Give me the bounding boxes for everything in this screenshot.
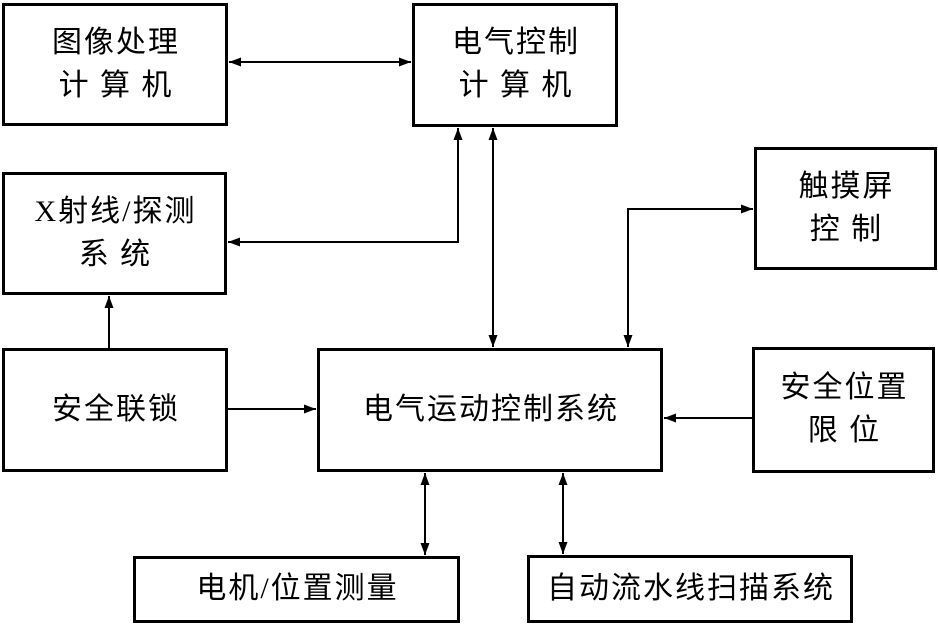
node-label: 自动流水线扫描系统 bbox=[547, 571, 835, 605]
arrowhead-down-icon bbox=[488, 335, 498, 347]
arrowhead-left-icon bbox=[229, 57, 241, 67]
arrowhead-right-icon bbox=[304, 404, 316, 414]
edge-motion-control-touchscreen bbox=[623, 204, 753, 347]
node-label: 安全位置 bbox=[780, 371, 909, 405]
edge-safety-interlock-motion-control bbox=[228, 404, 316, 414]
edge-image-computer-control-computer bbox=[229, 57, 411, 67]
node-motor-position-measurement: 电机/位置测量 bbox=[133, 556, 460, 623]
node-label: 触摸屏 bbox=[798, 169, 895, 203]
arrowhead-up-icon bbox=[558, 473, 568, 485]
node-label: 图像处理 bbox=[52, 25, 180, 59]
edge-control-computer-xray-system bbox=[228, 128, 463, 247]
arrowhead-left-icon bbox=[228, 237, 240, 247]
edge-safety-limit-motion-control bbox=[664, 413, 752, 423]
node-label: X射线/探测 bbox=[34, 194, 197, 228]
arrowhead-right-icon bbox=[399, 57, 411, 67]
arrowhead-down-icon bbox=[623, 335, 633, 347]
node-label: 电机/位置测量 bbox=[196, 572, 399, 606]
node-label: 电气运动控制系统 bbox=[363, 392, 619, 426]
arrowhead-up-icon bbox=[104, 296, 114, 308]
node-label: 计算机 bbox=[58, 68, 183, 102]
arrowhead-left-icon bbox=[664, 413, 676, 423]
arrowhead-down-icon bbox=[558, 542, 568, 554]
arrowhead-down-icon bbox=[420, 543, 430, 555]
node-label: 控制 bbox=[809, 212, 893, 246]
arrowhead-up-icon bbox=[453, 128, 463, 140]
node-label: 安全联锁 bbox=[52, 392, 180, 426]
node-safety-interlock: 安全联锁 bbox=[2, 348, 228, 472]
arrowhead-right-icon bbox=[741, 204, 753, 214]
node-xray-detection-system: X射线/探测 系统 bbox=[2, 172, 227, 295]
node-electrical-control-computer: 电气控制 计算机 bbox=[412, 3, 618, 127]
node-label: 计算机 bbox=[458, 69, 583, 102]
node-touchscreen-control: 触摸屏 控制 bbox=[754, 147, 937, 270]
node-automatic-assembly-line-scanning-system: 自动流水线扫描系统 bbox=[527, 555, 853, 623]
edge-safety-interlock-xray-system bbox=[104, 296, 114, 348]
edge-motion-control-scanline-system bbox=[558, 473, 568, 554]
edge-control-computer-motion-control bbox=[488, 128, 498, 347]
node-label: 限位 bbox=[807, 414, 891, 447]
node-label: 系统 bbox=[78, 237, 162, 271]
arrowhead-up-icon bbox=[420, 473, 430, 485]
arrowhead-up-icon bbox=[488, 128, 498, 140]
edge-motion-control-motor-measure bbox=[420, 473, 430, 555]
node-safety-position-limit: 安全位置 限位 bbox=[752, 347, 935, 473]
node-image-processing-computer: 图像处理 计算机 bbox=[2, 3, 228, 126]
node-label: 电气控制 bbox=[452, 26, 580, 60]
node-electrical-motion-control-system: 电气运动控制系统 bbox=[317, 348, 663, 472]
